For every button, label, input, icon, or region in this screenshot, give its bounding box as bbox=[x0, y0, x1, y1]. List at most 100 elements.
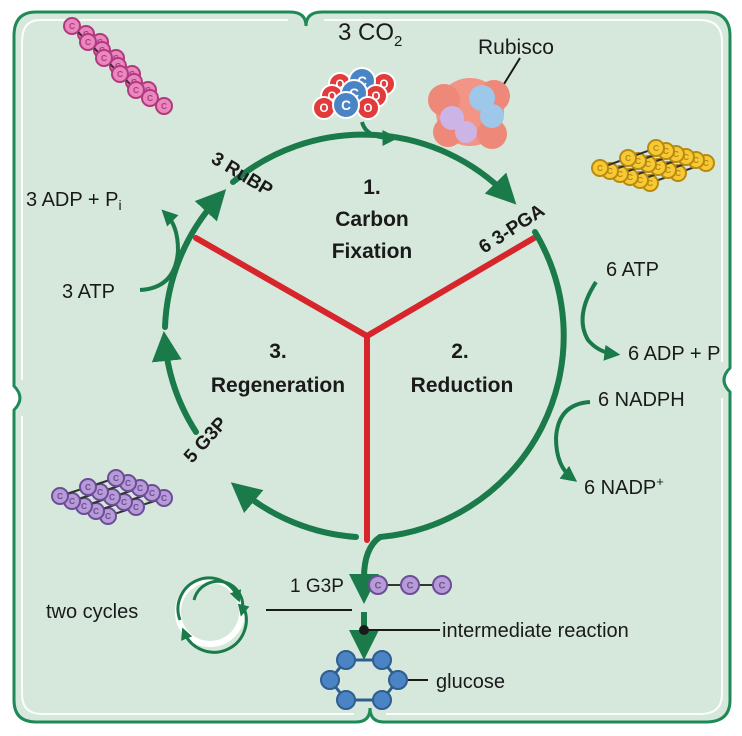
co2-entry-arrow bbox=[360, 121, 399, 146]
g3p-carbon-atom-letter: C bbox=[69, 496, 75, 506]
g3p-carbon-atom-letter: C bbox=[85, 482, 91, 492]
co2-carbon-atom bbox=[332, 91, 360, 119]
atp-6-label: 6 ATP bbox=[606, 259, 659, 281]
pga-carbon-atom-letter: C bbox=[645, 159, 651, 169]
ribose-carbon-atom bbox=[79, 33, 97, 51]
g3p-carbon-atom-letter: C bbox=[121, 497, 127, 507]
ribose-carbon-atom bbox=[127, 81, 145, 99]
nadph-6-label: 6 NADPH bbox=[598, 389, 685, 411]
stage-3-line1: Regeneration bbox=[211, 374, 345, 397]
g3p-carbon-atom-letter: C bbox=[81, 501, 87, 511]
ribose-carbon-atom-letter: C bbox=[117, 69, 123, 79]
g3p-carbon-atom-letter: C bbox=[97, 487, 103, 497]
g3p-1-label: 1 G3P bbox=[290, 576, 344, 597]
ribose-carbon-atom bbox=[155, 97, 173, 115]
ribose-carbon-atom bbox=[141, 89, 159, 107]
glucose-ring bbox=[320, 650, 408, 710]
cell-membrane bbox=[12, 10, 732, 724]
output-carbon-atom-letter: C bbox=[439, 580, 446, 591]
nadp-6-label: 6 NADP+ bbox=[584, 474, 664, 499]
pga-carbon-atom bbox=[647, 139, 665, 157]
g3p-carbon-atom-letter: C bbox=[105, 511, 111, 521]
co2-oxygen-atom-letter: O bbox=[380, 79, 389, 91]
output-carbon-atom bbox=[368, 575, 388, 595]
pga-carbon-atom-letter: C bbox=[637, 175, 643, 185]
ribose-carbon-atom-letter: C bbox=[161, 101, 167, 111]
nadph-6-arrow bbox=[553, 400, 591, 482]
pga-carbon-atom-letter: C bbox=[617, 169, 623, 179]
atp-6-arrow bbox=[580, 280, 621, 361]
pga-carbon-atom-letter: C bbox=[693, 155, 699, 165]
g3p-carbon-atom bbox=[79, 478, 97, 496]
pga-carbon-atom-letter: C bbox=[625, 153, 631, 163]
atp-3-label: 3 ATP bbox=[62, 281, 115, 303]
intermediate-dot bbox=[359, 625, 369, 635]
g3p-carbon-atom-letter: C bbox=[161, 493, 167, 503]
ribose-carbon-atom-letter: C bbox=[133, 85, 139, 95]
g3p-carbon-atom-letter: C bbox=[149, 488, 155, 498]
g3p-carbon-atom-letter: C bbox=[109, 492, 115, 502]
pga-carbon-atom-letter: C bbox=[607, 166, 613, 176]
ribose-carbon-atom bbox=[63, 17, 81, 35]
pga-carbon-atom-letter: C bbox=[635, 156, 641, 166]
g3p-carbon-atom bbox=[51, 487, 69, 505]
pga-carbon-atom-letter: C bbox=[653, 143, 659, 153]
pga-carbon-atom-letter: C bbox=[703, 158, 709, 168]
intermediate-label: intermediate reaction bbox=[442, 620, 629, 642]
co2-oxygen-atom-letter: O bbox=[364, 103, 373, 115]
stage-1-line2: Fixation bbox=[332, 240, 413, 263]
g3p-carbon-atom-letter: C bbox=[57, 491, 63, 501]
pga-carbon-atom-letter: C bbox=[673, 149, 679, 159]
output-carbon-atom-letter: C bbox=[407, 580, 414, 591]
pga-carbon-atom-letter: C bbox=[663, 146, 669, 156]
adp-3-label: 3 ADP + Pi bbox=[26, 189, 122, 213]
co2-oxygen-atom-letter: O bbox=[320, 103, 329, 115]
pga-carbon-atom-letter: C bbox=[675, 168, 681, 178]
co2-oxygen-atom-letter: O bbox=[372, 91, 381, 103]
output-carbon-atom bbox=[432, 575, 452, 595]
ribose-carbon-atom-letter: C bbox=[85, 37, 91, 47]
pga-carbon-atom-letter: C bbox=[655, 162, 661, 172]
pga-carbon-atom bbox=[619, 149, 637, 167]
stage-1-number: 1. bbox=[363, 176, 381, 199]
stage-1-line1: Carbon bbox=[335, 208, 409, 231]
pga-carbon-atom-letter: C bbox=[627, 172, 633, 182]
two-cycles-icon bbox=[175, 576, 250, 654]
ribose-carbon-atom-letter: C bbox=[147, 93, 153, 103]
g3p-carbon-atom bbox=[107, 469, 125, 487]
output-carbon-atom bbox=[400, 575, 420, 595]
rubisco-label: Rubisco bbox=[478, 36, 554, 59]
co2-oxygen-atom-letter: O bbox=[328, 91, 337, 103]
pga-carbon-atom-letter: C bbox=[665, 165, 671, 175]
stage-3-number: 3. bbox=[269, 340, 287, 363]
pga-carbon-atom-letter: C bbox=[597, 163, 603, 173]
stage-2-line1: Reduction bbox=[411, 374, 514, 397]
pga-carbon-atom bbox=[591, 159, 609, 177]
g3p-carbon-atom-letter: C bbox=[137, 483, 143, 493]
ribose-carbon-atom-letter: C bbox=[101, 53, 107, 63]
co2-label: 3 CO2 bbox=[338, 19, 402, 50]
g3p-carbon-atom-letter: C bbox=[113, 473, 119, 483]
ribose-carbon-atom bbox=[95, 49, 113, 67]
co2-carbon-atom-letter: C bbox=[357, 74, 367, 89]
pga-carbon-atom-letter: C bbox=[683, 152, 689, 162]
atp-3-arrow bbox=[139, 209, 181, 292]
glucose-label: glucose bbox=[436, 671, 505, 693]
adp-6-label: 6 ADP + P bbox=[628, 343, 720, 365]
two-cycles-label: two cycles bbox=[46, 601, 138, 623]
co2-oxygen-atom-letter: O bbox=[336, 79, 345, 91]
ribose-carbon-atom-letter: C bbox=[69, 21, 75, 31]
cell-membrane-inner bbox=[21, 19, 723, 715]
pga-carbon-atom-letter: C bbox=[647, 178, 653, 188]
g3p-carbon-atom-letter: C bbox=[133, 502, 139, 512]
g3p-carbon-atom-letter: C bbox=[125, 478, 131, 488]
leader-lines bbox=[266, 57, 521, 681]
co2-carbon-atom-letter: C bbox=[341, 98, 351, 113]
g3p-carbon-atom-letter: C bbox=[93, 506, 99, 516]
